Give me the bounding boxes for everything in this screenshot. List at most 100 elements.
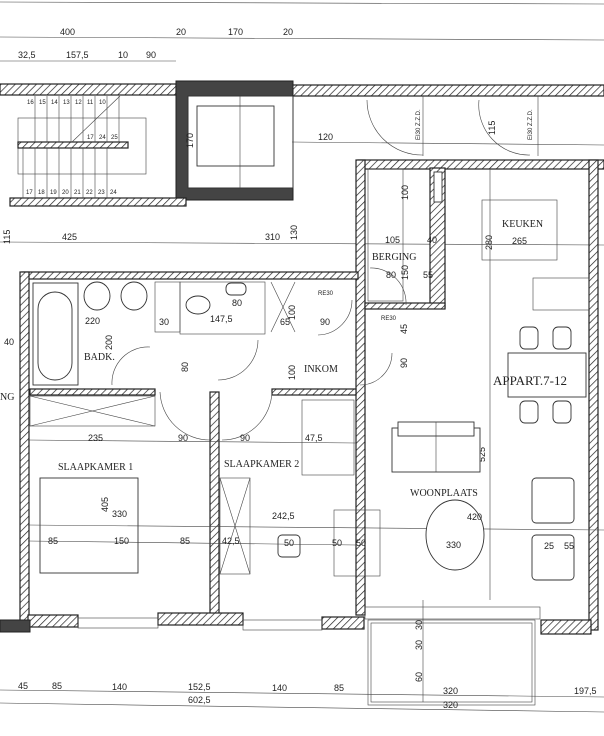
stair-number: 13 — [63, 100, 70, 106]
dim-label: 60 — [414, 672, 424, 682]
dim-label: 55 — [423, 270, 433, 280]
dim-label: 602,5 — [188, 695, 211, 705]
room-label-woonplaats: WOONPLAATS — [410, 488, 478, 499]
stair-number: 19 — [50, 190, 57, 196]
dim-label: 20 — [283, 27, 293, 37]
dim-label: 140 — [272, 683, 287, 693]
dim-label: 330 — [112, 509, 127, 519]
dim-label: 90 — [178, 433, 188, 443]
dim-label: 40 — [427, 235, 437, 245]
room-label-berging: BERGING — [372, 252, 416, 263]
dim-label: 10 — [118, 50, 128, 60]
apartment-walls — [0, 159, 604, 635]
dim-label: 405 — [100, 497, 110, 512]
dim-label: 330 — [446, 540, 461, 550]
dim-label: 420 — [467, 512, 482, 522]
corridor-doors: EI30 Z.Z.D. EI30 Z.Z.D. 120 115 — [291, 96, 604, 156]
bottom-dimensions: 45 85 140 152,5 140 85 320 197,5 602,5 3… — [0, 681, 604, 713]
dim-label: 115 — [487, 121, 497, 135]
kitchen-area: BERGING KEUKEN 100 105 40 150 80 55 45 9… — [367, 168, 590, 600]
dim-label: 40 — [4, 337, 14, 347]
dim-label: 197,5 — [574, 686, 597, 696]
dim-label: 20 — [176, 27, 186, 37]
dim-label: 45 — [18, 681, 28, 691]
dim-label: 30 — [414, 640, 424, 650]
dim-label: 425 — [62, 232, 77, 242]
bathroom: BADK. 220 200 30 147,5 80 65 100 90 80 1… — [4, 281, 353, 386]
stair-number: 10 — [99, 100, 106, 106]
door-rating: RE30 — [318, 291, 334, 297]
dim-label: 157,5 — [66, 50, 89, 60]
door-rating: EI30 Z.Z.D. — [528, 109, 534, 140]
dim-label: 45 — [399, 324, 409, 334]
dim-label: 50 — [284, 538, 294, 548]
stair-number: 18 — [38, 190, 45, 196]
room-label-partial: NG — [0, 392, 14, 403]
dim-label: 105 — [385, 235, 400, 245]
dim-label: 85 — [180, 536, 190, 546]
stair-number: 11 — [87, 100, 94, 106]
stair-number: 23 — [98, 190, 105, 196]
stair-number: 20 — [62, 190, 69, 196]
stair-number: 25 — [111, 135, 118, 141]
dim-label: 400 — [60, 27, 75, 37]
dim-label: 85 — [334, 683, 344, 693]
wall — [291, 84, 604, 97]
room-label-inkom: INKOM — [304, 364, 338, 375]
sheet-border — [0, 1, 604, 5]
dim-label: 80 — [232, 298, 242, 308]
dim-label: 30 — [414, 620, 424, 630]
dim-label: 90 — [399, 358, 409, 368]
dim-label: 280 — [484, 235, 494, 250]
dim-label: 120 — [318, 132, 333, 142]
dim-label: 30 — [159, 317, 169, 327]
dim-label: 90 — [320, 317, 330, 327]
dim-label: 47,5 — [305, 433, 323, 443]
dim-label: 100 — [287, 365, 297, 380]
dim-label: 65 — [280, 317, 290, 327]
room-label-badk: BADK. — [84, 352, 115, 363]
dim-label: 310 — [265, 232, 280, 242]
stair-number: 12 — [75, 100, 82, 106]
wall — [0, 83, 177, 96]
dim-label: 42,5 — [222, 536, 240, 546]
stair-number: 24 — [110, 190, 117, 196]
stair-number: 14 — [51, 100, 58, 106]
door-rating: RE30 — [381, 316, 397, 322]
dim-label: 80 — [180, 362, 190, 372]
dim-label: 220 — [85, 316, 100, 326]
dining-table: APPART.7-12 — [493, 326, 587, 424]
living-room: WOONPLAATS 420 330 25 55 — [391, 421, 575, 581]
dim-label: 115 — [2, 230, 12, 244]
room-label-slaapkamer-2: SLAAPKAMER 2 — [224, 459, 299, 470]
dim-label: 525 — [477, 447, 487, 462]
dim-label: 85 — [48, 536, 58, 546]
dim-label: 320 — [443, 700, 458, 710]
stair-number: 16 — [27, 100, 34, 106]
door-rating: EI30 Z.Z.D. — [416, 109, 422, 140]
dim-label: 130 — [289, 225, 299, 240]
top-dimensions: 400 20 170 20 32,5 157,5 10 90 — [0, 27, 604, 62]
dim-label: 100 — [287, 305, 297, 320]
room-label-slaapkamer-1: SLAAPKAMER 1 — [58, 462, 133, 473]
dim-label: 32,5 — [18, 50, 36, 60]
stair-number: 17 — [26, 190, 33, 196]
dim-label: 140 — [112, 682, 127, 692]
dim-label: 50 — [332, 538, 342, 548]
dim-label: 170 — [185, 133, 195, 148]
bedrooms: SLAAPKAMER 1 SLAAPKAMER 2 235 90 90 47,5… — [27, 391, 604, 577]
dim-label: 90 — [146, 50, 156, 60]
dim-label: 100 — [400, 185, 410, 200]
dim-label: 85 — [52, 681, 62, 691]
dim-label: 147,5 — [210, 314, 233, 324]
dim-label: 150 — [400, 265, 410, 280]
dim-label: 80 — [386, 270, 396, 280]
stair-number: 15 — [39, 100, 46, 106]
dim-label: 150 — [114, 536, 129, 546]
dim-label: 235 — [88, 433, 103, 443]
room-label-keuken: KEUKEN — [502, 219, 543, 230]
dim-label: 320 — [443, 686, 458, 696]
dim-label: 170 — [228, 27, 243, 37]
dim-label: 25 — [544, 541, 554, 551]
